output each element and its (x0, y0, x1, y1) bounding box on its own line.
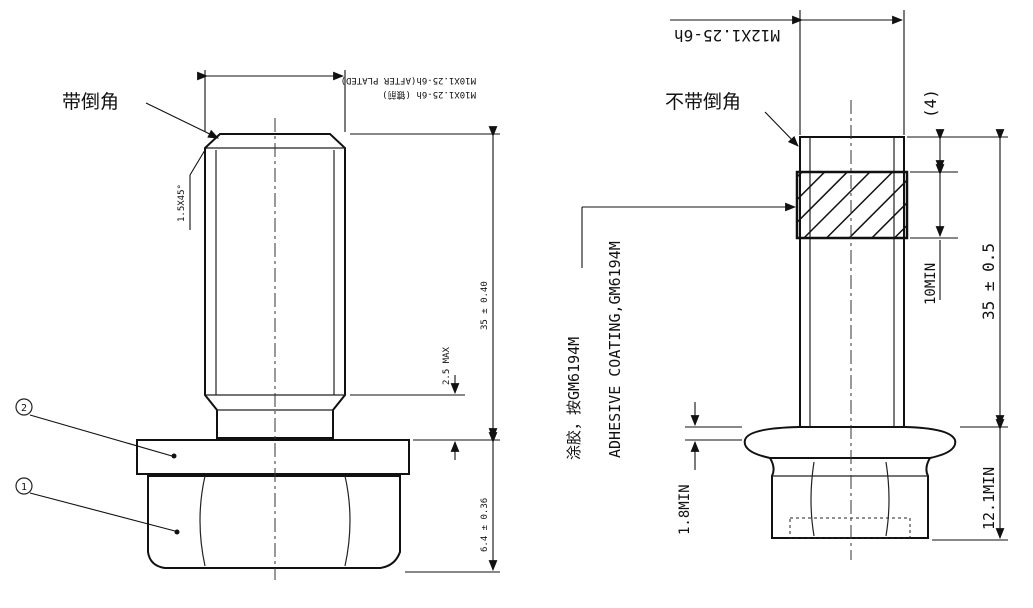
right-head-dim: 12.1MIN (980, 467, 998, 530)
right-length-dim: 35 ± 0.5 (979, 243, 998, 320)
left-length-dim: 35 ± 0.40 (480, 281, 490, 330)
item-2-balloon: 2 (21, 403, 27, 414)
right-min-dim: 10MIN (923, 263, 939, 305)
left-chamfer-note: 1.5X45° (177, 184, 187, 222)
adhesive-note-cn: 涂胶，按GM6194M (565, 337, 583, 460)
right-dimensions (581, 10, 1008, 541)
left-bolt (136, 118, 410, 580)
right-thread-spec: M12X1.25-6h (674, 26, 780, 45)
item-1-balloon: 1 (21, 482, 27, 493)
left-chamfer-callout: 带倒角 (62, 91, 119, 113)
left-dimensions (15, 70, 500, 573)
right-ref-dim: (4) (921, 89, 940, 118)
left-shoulder-dim: 2.5 MAX (442, 346, 452, 385)
right-flange-dim: 1.8MIN (677, 484, 693, 535)
left-head-dim: 6.4 ± 0.36 (480, 498, 490, 552)
adhesive-note-en: ADHESIVE COATING,GM6194M (606, 241, 624, 458)
left-thread-spec: M10X1.25-6h (镀前) (382, 89, 476, 101)
right-no-chamfer-callout: 不带倒角 (665, 91, 741, 113)
left-thread-spec-after: M10X1.25-6h(AFTER PLATED) (341, 75, 476, 85)
right-bolt (743, 100, 957, 560)
